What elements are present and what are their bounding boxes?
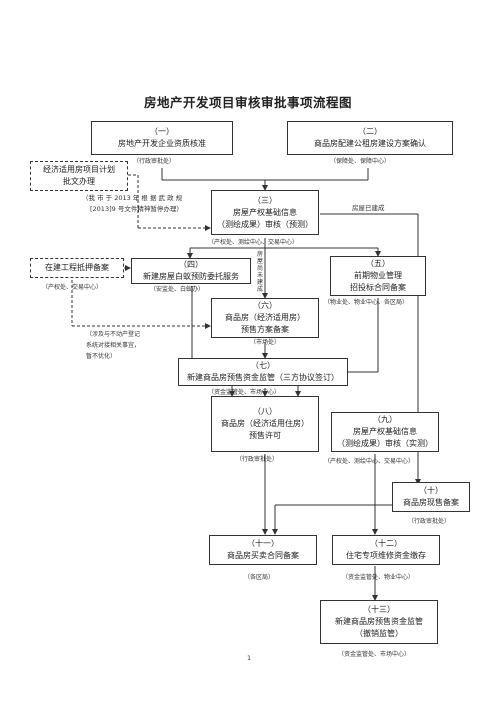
node-6-note: （市场处） [250, 339, 281, 346]
node-9-note: （产权处、测绘中心、交易中心） [324, 458, 415, 465]
node-1-label: 房地产开发企业资质核准 [118, 139, 206, 148]
side-mortgage-label: 在建工程抵押备案 [45, 263, 109, 272]
node-1-enterprise-qualification: （一） 房地产开发企业资质核准 [91, 121, 233, 155]
node-3-label-2: （测绘成果）审核（预测） [217, 219, 313, 229]
node-11-number: （十一） [247, 539, 279, 548]
label-unfinished-char: 未 [256, 272, 263, 279]
label-unfinished-char: 房 [256, 251, 263, 258]
node-3-number: （三） [253, 195, 277, 205]
side-mortgage-extra-note-2: 系统对接相关事宜， [86, 342, 141, 349]
node-13-number: （十三） [363, 605, 395, 614]
node-8-label-1: 商品房（经济适用住房） [221, 419, 309, 428]
node-8-presale-permit: （八） 商品房（经济适用住房） 预售许可 [211, 396, 319, 452]
node-6-presale-plan-filing: （六） 商品房（经济适用房） 预售方案备案 [211, 298, 319, 338]
node-6-label-2: 预售方案备案 [241, 325, 289, 334]
label-unfinished-char: 建 [256, 279, 263, 286]
side-mortgage-extra-note-3: 暂不优化） [86, 353, 117, 360]
node-13-note: （资金监管处、市场中心） [338, 651, 411, 658]
label-house-built: 房屋已建成 [352, 204, 385, 212]
side-construction-mortgage: 在建工程抵押备案 [30, 258, 124, 278]
node-5-label-2: 招投标合同备案 [350, 283, 406, 292]
node-10-label: 商品房现售备案 [403, 498, 459, 507]
node-9-label-1: 房屋产权基础信息 [353, 427, 417, 436]
node-11-note: （各区局） [244, 574, 275, 581]
side-econ-line1: 经济适用房项目计划 [43, 165, 115, 174]
side-mortgage-note: （产权处、交易中心） [42, 284, 103, 291]
node-10-spot-sale-filing: （十） 商品房现售备案 [392, 482, 470, 512]
node-10-number: （十） [419, 486, 443, 495]
node-12-note: （资金监管处、物业中心） [342, 574, 415, 581]
label-house-unfinished: 房 屋 尚 未 建 成 [256, 251, 264, 293]
node-12-maintenance-fund-deposit: （十二） 住宅专项维修资金缴存 [332, 535, 440, 565]
node-1-number: （一） [150, 127, 174, 136]
side-econ-note-1: （我 市 于 2013 年 根 据 武 政 规 [82, 194, 183, 202]
label-unfinished-char: 屋 [256, 258, 263, 265]
node-3-property-info-prediction: （三） 房屋产权基础信息 （测绘成果）审核（预测） [211, 190, 319, 235]
node-2-note: （保障处、保障中心） [330, 158, 391, 165]
node-7-number: （七） [251, 361, 275, 370]
node-13-label-2: （撤销监管） [355, 629, 403, 638]
node-5-note: （物业处、物业中心、各区局） [324, 299, 409, 306]
side-econ-line2: 批文办理 [63, 177, 95, 186]
node-4-label: 新建房屋白蚁预防委托服务 [143, 272, 239, 281]
node-3-note: （产权处、测绘中心、交易中心） [208, 239, 299, 246]
node-3-label-1: 房屋产权基础信息 [233, 207, 297, 217]
node-9-property-info-actual: （九） 房屋产权基础信息 （测绘成果）审核（实测） [331, 412, 439, 452]
node-5-number: （五） [366, 259, 390, 268]
side-econ-housing-plan: 经济适用房项目计划 批文办理 [30, 161, 128, 191]
node-1-note: （行政审批处） [133, 158, 176, 165]
node-4-number: （四） [179, 260, 203, 269]
node-11-label: 商品房买卖合同备案 [227, 551, 299, 560]
node-2-public-rental-plan: （二） 商品房配建公租房建设方案确认 [287, 121, 453, 155]
side-econ-note-2: [2013]9 号文件精神暂停办理） [90, 205, 183, 213]
node-13-label-1: 新建商品房预售资金监管 [335, 617, 423, 626]
node-8-number: （八） [253, 407, 277, 416]
page-title: 房地产开发项目审核审批事项流程图 [143, 95, 352, 110]
node-11-sales-contract-filing: （十一） 商品房买卖合同备案 [209, 535, 317, 565]
node-8-note: （行政审批处） [236, 456, 279, 463]
node-12-number: （十二） [370, 539, 402, 548]
label-unfinished-char: 成 [256, 286, 263, 293]
node-2-label: 商品房配建公租房建设方案确认 [314, 139, 426, 148]
node-7-note: （资金监管处、市场中心） [208, 389, 281, 396]
node-13-revoke-fund-supervision: （十三） 新建商品房预售资金监管 （撤销监管） [320, 600, 438, 644]
side-mortgage-extra-note-1: （涉及与不动产登记 [86, 331, 141, 338]
node-7-label: 新建商品房预售资金监管（三方协议签订） [187, 373, 339, 382]
node-5-property-management-tender: （五） 前期物业管理 招投标合同备案 [330, 256, 426, 296]
node-7-presale-fund-supervision: （七） 新建商品房预售资金监管（三方协议签订） [178, 358, 348, 386]
node-5-label-1: 前期物业管理 [354, 271, 402, 280]
label-unfinished-char: 尚 [256, 265, 263, 272]
node-4-note: （安监处、白蚁办） [150, 286, 205, 293]
node-10-note: （行政审批处） [408, 518, 451, 525]
node-8-label-2: 预售许可 [249, 431, 281, 440]
node-6-label-1: 商品房（经济适用房） [225, 313, 305, 322]
node-9-label-2: （测绘成果）审核（实测） [337, 439, 433, 448]
node-9-number: （九） [373, 415, 397, 424]
node-2-number: （二） [358, 127, 382, 136]
node-6-number: （六） [253, 301, 277, 310]
node-12-label: 住宅专项维修资金缴存 [346, 551, 426, 560]
page-number: 1 [247, 654, 252, 662]
node-4-termite-prevention: （四） 新建房屋白蚁预防委托服务 [131, 258, 251, 284]
